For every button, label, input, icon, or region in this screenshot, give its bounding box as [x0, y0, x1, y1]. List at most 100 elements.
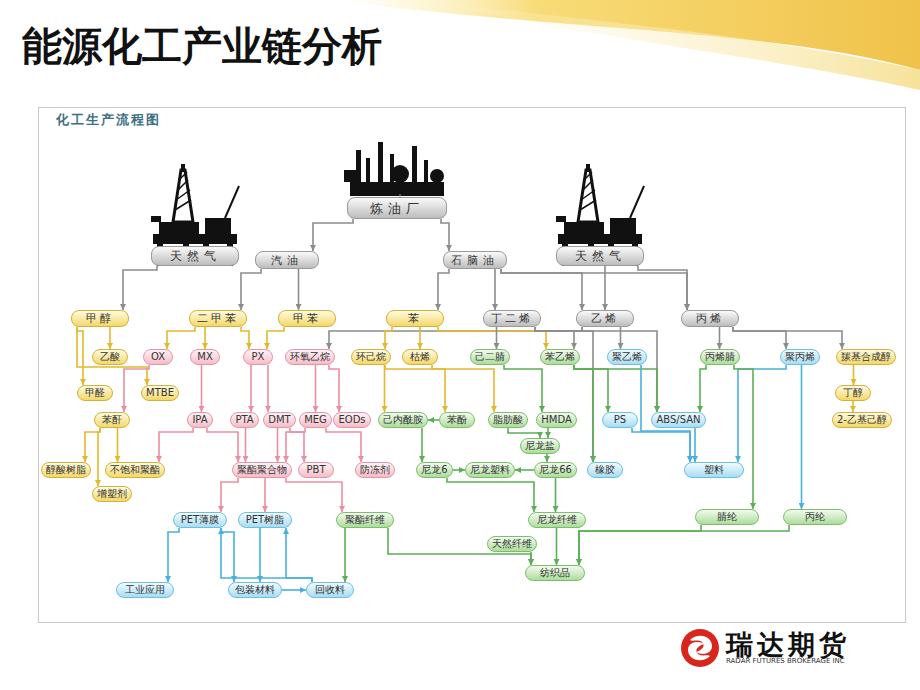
- process-box: 包装材料: [228, 582, 282, 598]
- flow-arrow: [496, 327, 498, 349]
- node-label: HMDA: [541, 415, 572, 425]
- flow-arrow: [168, 528, 179, 582]
- process-box: 己二腈: [470, 349, 510, 365]
- node-label: 石脑油: [451, 255, 499, 266]
- flow-arrow: [555, 478, 557, 512]
- process-box: PS: [602, 412, 638, 428]
- node-label: PET薄膜: [181, 515, 219, 525]
- flow-arrow: [313, 219, 353, 251]
- node-label: 增塑剂: [97, 489, 127, 499]
- flow-arrow: [694, 428, 696, 462]
- flow-arrow: [535, 327, 657, 412]
- flow-arrow: [344, 528, 346, 582]
- process-box: IPA: [187, 412, 213, 428]
- flow-arrow: [733, 327, 842, 349]
- node-label: 己二腈: [475, 352, 505, 362]
- process-box: 尼龙盐: [520, 438, 560, 454]
- node-label: PBT: [307, 465, 326, 475]
- flow-arrow: [241, 327, 249, 349]
- process-box: 苯酐: [94, 412, 130, 428]
- process-box: 塑料: [684, 462, 744, 478]
- node-label: 聚乙烯: [612, 352, 642, 362]
- node-label: 尼龙盐: [525, 441, 555, 451]
- process-box: 聚丙烯: [780, 349, 820, 365]
- node-label: 尼龙6: [421, 465, 447, 475]
- process-box: 丙纶: [783, 509, 847, 525]
- node-label: 丙烯腈: [705, 352, 735, 362]
- flow-arrow: [221, 528, 312, 582]
- node-label: PTA: [235, 415, 253, 425]
- flow-arrow: [556, 528, 558, 565]
- process-box: 不饱和聚酯: [105, 462, 165, 478]
- flow-arrow: [579, 525, 789, 565]
- flow-arrow: [428, 419, 439, 421]
- node-label: 乙酸: [100, 352, 120, 362]
- flow-arrow: [326, 428, 361, 462]
- flow-arrow: [385, 327, 392, 349]
- flow-arrow: [98, 428, 100, 486]
- process-box: PET薄膜: [173, 512, 227, 528]
- node-label: 包装材料: [235, 585, 275, 595]
- flow-arrow: [259, 528, 261, 582]
- node-label: ABS/SAN: [656, 415, 700, 425]
- flow-arrow: [421, 428, 423, 462]
- node-label: 环己烷: [356, 352, 386, 362]
- process-box: 羰基合成醇: [836, 349, 896, 365]
- flow-arrow: [221, 528, 234, 582]
- process-box: 尼龙纤维: [528, 512, 586, 528]
- flow-arrow: [77, 327, 83, 385]
- flow-arrow: [329, 365, 339, 412]
- node-label: 腈纶: [717, 512, 737, 522]
- process-box: 聚酯聚合物: [232, 462, 292, 478]
- flow-arrow: [117, 428, 119, 462]
- node-label: MX: [197, 352, 212, 362]
- flow-arrow: [852, 401, 854, 412]
- node-label: MTBE: [146, 388, 174, 398]
- node-label: 天然气: [170, 250, 221, 262]
- node-label: 羰基合成醇: [841, 352, 891, 362]
- node-label: 橡胶: [595, 465, 615, 475]
- node-label: 聚酯聚合物: [237, 465, 287, 475]
- flow-arrow: [530, 552, 532, 565]
- flow-arrow: [453, 469, 465, 471]
- process-box: 腈纶: [695, 509, 759, 525]
- process-box: 环己烷: [351, 349, 391, 365]
- flow-arrow: [438, 269, 449, 310]
- node-label: 己内酰胺: [383, 415, 423, 425]
- flow-arrow: [494, 269, 496, 310]
- flow-arrow: [419, 327, 421, 349]
- slide-title: 能源化工产业链分析: [22, 24, 382, 68]
- flow-arrow: [204, 327, 206, 349]
- process-box: 尼龙6: [416, 462, 453, 478]
- flow-arrow: [384, 365, 386, 412]
- logo-text: 瑞达期货: [726, 630, 850, 660]
- node-label: 醇酸树脂: [46, 465, 86, 475]
- flow-arrow: [159, 428, 193, 462]
- node-label: 枯烯: [410, 352, 430, 362]
- node-label: 塑料: [704, 465, 724, 475]
- flow-arrow: [638, 266, 687, 310]
- process-box: 环氧乙烷: [285, 349, 335, 365]
- node-label: 尼龙66: [539, 465, 572, 475]
- process-box: ABS/SAN: [651, 412, 706, 428]
- flow-arrow: [221, 478, 238, 512]
- node-label: 天然纤维: [492, 539, 532, 549]
- flow-arrow: [447, 478, 534, 512]
- process-box: 苯酚: [439, 412, 475, 428]
- flow-arrow: [77, 327, 147, 385]
- process-box: 防冻剂: [355, 462, 395, 478]
- process-box: 丁二烯: [483, 310, 541, 327]
- node-label: DMT: [268, 415, 290, 425]
- node-label: 尼龙塑料: [470, 465, 510, 475]
- flow-arrow: [264, 478, 266, 512]
- process-box: 甲醇: [71, 310, 129, 327]
- flow-arrow: [245, 428, 247, 462]
- process-box: MEG: [299, 412, 332, 428]
- flow-arrow: [241, 269, 261, 310]
- node-label: 天然气: [575, 250, 626, 262]
- process-box: 丙烯腈: [700, 349, 740, 365]
- process-box: 乙烯: [576, 310, 634, 327]
- flow-arrow: [501, 269, 582, 310]
- flow-arrow: [201, 365, 203, 412]
